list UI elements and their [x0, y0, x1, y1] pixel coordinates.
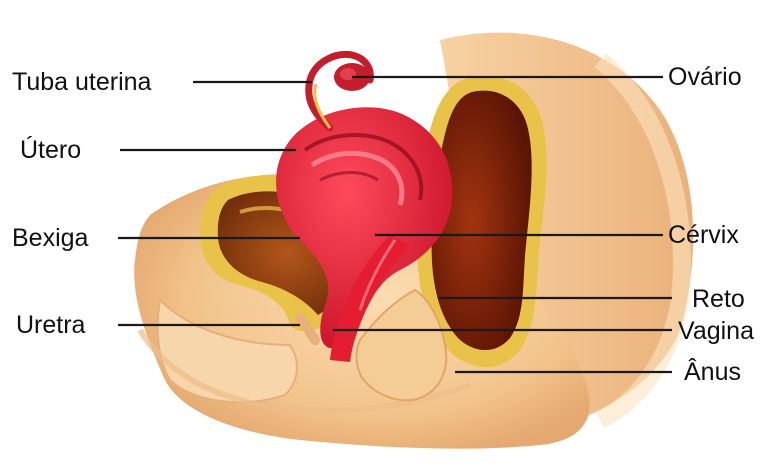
label-vagina: Vagina [678, 317, 754, 345]
label-cervix: Cérvix [668, 221, 739, 249]
label-anus: Ânus [684, 358, 741, 386]
label-tuba-uterina: Tuba uterina [12, 68, 151, 96]
label-uretra: Uretra [16, 311, 85, 339]
label-bexiga: Bexiga [12, 224, 88, 252]
label-ovario: Ovário [668, 63, 742, 91]
label-utero: Útero [20, 136, 81, 164]
label-reto: Reto [692, 285, 745, 313]
